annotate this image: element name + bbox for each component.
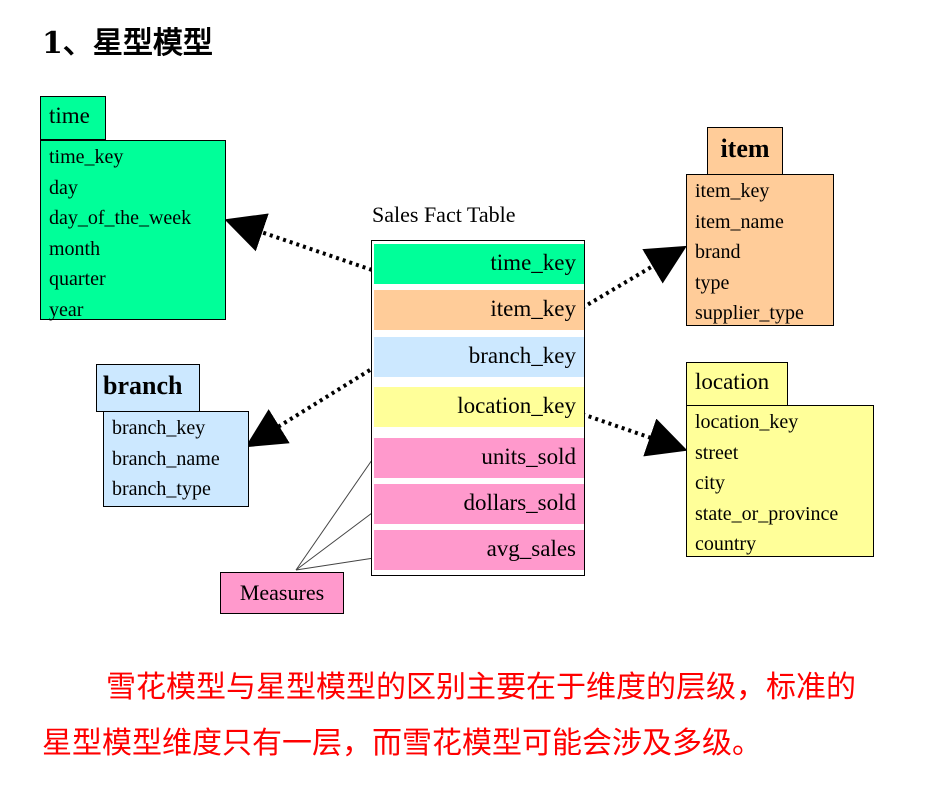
time-dimension-title: time bbox=[40, 96, 106, 140]
item-attr: brand bbox=[695, 241, 741, 263]
location-attr: location_key bbox=[695, 411, 799, 433]
time-attr: time_key bbox=[49, 146, 124, 168]
time-attr: year bbox=[49, 298, 84, 321]
measures-label: Measures bbox=[220, 572, 344, 614]
fact-row-location-key: location_key bbox=[374, 387, 584, 427]
measures-pointer-2 bbox=[295, 512, 373, 571]
location-attr: street bbox=[695, 441, 739, 464]
time-attr: month bbox=[49, 237, 101, 260]
item-attr: item_key bbox=[695, 180, 770, 202]
item-dimension-title: item bbox=[707, 127, 783, 175]
link-branch bbox=[245, 368, 372, 448]
section-heading: 1、星型模型 bbox=[42, 26, 213, 61]
fact-row-units-sold: units_sold bbox=[374, 438, 584, 478]
measures-pointer-3 bbox=[295, 557, 375, 571]
fact-table-title: Sales Fact Table bbox=[372, 202, 516, 227]
item-attr: supplier_type bbox=[695, 302, 804, 324]
location-attr: city bbox=[695, 472, 725, 494]
item-dimension-table: item_key item_name brand type supplier_t… bbox=[686, 174, 834, 326]
connector-lines bbox=[224, 213, 688, 571]
fact-row-item-key: item_key bbox=[374, 290, 584, 330]
fact-row-dollars-sold: dollars_sold bbox=[374, 484, 584, 524]
fact-row-time-key: time_key bbox=[374, 244, 584, 284]
link-location bbox=[581, 412, 688, 457]
paragraph-line-1: 雪花模型与星型模型的区别主要在于维度的层级，标准的 bbox=[106, 670, 856, 705]
measures-pointer-1 bbox=[295, 459, 373, 571]
location-dimension-table: location_key street city state_or_provin… bbox=[686, 405, 874, 557]
star-schema-diagram: time time_key day day_of_the_week month … bbox=[40, 96, 874, 614]
location-attr: country bbox=[695, 533, 757, 555]
location-dimension-title: location bbox=[686, 362, 788, 406]
time-attr: day bbox=[49, 176, 78, 199]
branch-attr: branch_name bbox=[112, 447, 220, 470]
fact-row-avg-sales: avg_sales bbox=[374, 530, 584, 570]
paragraph-line-2: 星型模型维度只有一层，而雪花模型可能会涉及多级。 bbox=[42, 726, 762, 761]
item-attr: item_name bbox=[695, 210, 784, 233]
location-attr: state_or_province bbox=[695, 502, 839, 525]
branch-dimension-title: branch bbox=[96, 364, 200, 412]
branch-dimension-table: branch_key branch_name branch_type bbox=[103, 411, 249, 507]
branch-attr: branch_type bbox=[112, 478, 211, 500]
branch-attr: branch_key bbox=[112, 417, 206, 439]
time-dimension-table: time_key day day_of_the_week month quart… bbox=[40, 140, 226, 321]
time-attr: quarter bbox=[49, 268, 106, 290]
time-attr: day_of_the_week bbox=[49, 207, 192, 229]
link-time bbox=[224, 213, 373, 272]
link-item bbox=[580, 245, 687, 310]
item-attr: type bbox=[695, 271, 730, 294]
fact-row-branch-key: branch_key bbox=[374, 337, 584, 377]
